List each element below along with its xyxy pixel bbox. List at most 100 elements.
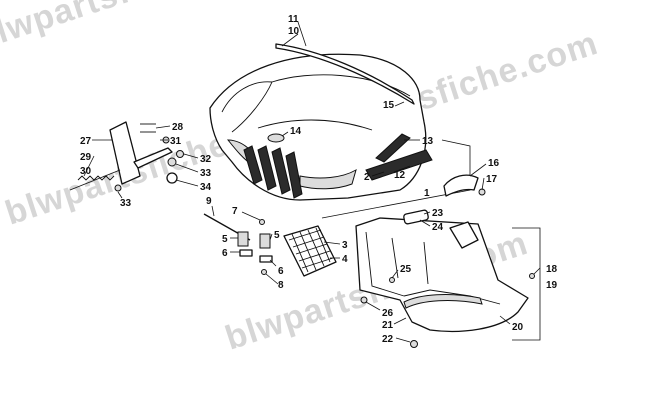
bracket-18-19 [512, 227, 541, 341]
leader-8 [265, 273, 279, 285]
leader-5b [269, 233, 273, 241]
callout-31: 31 [170, 136, 182, 147]
hinge-pin [69, 169, 121, 191]
bracket-5-right [259, 233, 271, 249]
callout-27: 27 [80, 136, 92, 147]
grille-slot-1 [243, 145, 263, 185]
callout-30: 30 [80, 166, 92, 177]
leader-7 [241, 211, 261, 221]
side-vent-trim [375, 133, 411, 163]
hinge-spring [77, 175, 115, 181]
leader-3 [323, 241, 341, 245]
washer-33-lower [114, 184, 122, 192]
leader-24 [419, 219, 431, 227]
mesh-screen [283, 225, 337, 277]
callout-17: 17 [486, 174, 498, 185]
leader-34 [175, 179, 199, 187]
screw-25 [389, 277, 395, 283]
nut-22 [410, 340, 418, 348]
leader-9 [211, 205, 215, 217]
callout-3: 3 [342, 240, 348, 251]
hood-top-crease [271, 74, 411, 97]
callout-11: 11 [288, 14, 299, 25]
grille-slot-2 [257, 145, 277, 191]
leader-29 [83, 155, 95, 177]
callout-22: 22 [382, 334, 394, 345]
bolt-32 [176, 150, 184, 158]
grille-slot-4 [285, 151, 303, 199]
leader-26 [365, 301, 381, 311]
hood-assembly [209, 53, 427, 201]
storage-tray [355, 217, 529, 333]
leader-15 [394, 101, 405, 107]
assembly-bracket [321, 139, 471, 219]
leader-16 [469, 163, 487, 177]
callout-8: 8 [278, 280, 284, 291]
hood-grille [243, 145, 303, 199]
mesh-pattern [288, 227, 334, 273]
callout-25: 25 [400, 264, 412, 275]
callout-2: 2 [364, 172, 370, 183]
callout-32: 32 [200, 154, 212, 165]
leader-11 [297, 21, 307, 47]
hood-center-crease [257, 119, 373, 131]
hood-latch-bracket [443, 174, 479, 197]
clip-6-right [259, 255, 273, 263]
callout-9: 9 [206, 196, 212, 207]
callout-5-left: 5 [222, 234, 228, 245]
leader-23 [423, 211, 431, 215]
bracket-5-left [237, 231, 249, 247]
leader-2 [371, 171, 385, 177]
hinge-plate [109, 121, 141, 185]
screw-8 [261, 269, 267, 275]
callout-10: 10 [288, 26, 300, 37]
callout-26: 26 [382, 308, 394, 319]
hinge-arm [133, 147, 173, 169]
callout-12: 12 [394, 170, 406, 181]
callout-33-upper: 33 [200, 168, 212, 179]
washer-33-upper [167, 157, 177, 167]
callout-4: 4 [342, 254, 348, 265]
callout-20: 20 [512, 322, 524, 333]
leader-22 [395, 337, 411, 343]
callout-28: 28 [172, 122, 184, 133]
hood-seal-strip [275, 43, 415, 105]
grille-slot-3 [271, 147, 291, 195]
callout-18: 18 [546, 264, 558, 275]
callout-24: 24 [432, 222, 444, 233]
callout-6-left: 6 [222, 248, 228, 259]
leader-18 [533, 267, 541, 275]
tray-cap [449, 221, 479, 249]
callout-16: 16 [488, 158, 500, 169]
leader-14 [281, 131, 289, 137]
leader-lines [83, 21, 541, 343]
callout-14: 14 [290, 126, 302, 137]
screw-18 [529, 273, 535, 279]
callout-labels: 11 10 15 14 13 12 2 1 16 17 27 28 31 29 … [80, 14, 558, 345]
callout-1: 1 [424, 188, 430, 199]
leader-21 [393, 317, 407, 325]
hood-badge [267, 133, 285, 143]
callout-23: 23 [432, 208, 444, 219]
tray-inner-left [365, 231, 405, 297]
callout-34: 34 [200, 182, 212, 193]
callout-15: 15 [383, 100, 395, 111]
callout-5-right: 5 [274, 230, 280, 241]
leader-33b [117, 191, 123, 199]
screw-26 [360, 296, 368, 304]
tray-strap [403, 294, 483, 309]
leader-28 [155, 125, 171, 129]
callout-6-right: 6 [278, 266, 284, 277]
right-headlight [299, 168, 357, 190]
leader-17 [481, 177, 485, 191]
tray-body [355, 217, 529, 333]
watermark-top: blwpartsfiche.com [0, 0, 283, 58]
leader-20 [499, 315, 511, 325]
tray-pad [403, 209, 429, 225]
tray-inner-floor [403, 289, 501, 305]
clip-6-left [239, 249, 253, 257]
callout-7: 7 [232, 206, 238, 217]
leader-12 [393, 165, 411, 173]
leader-32 [183, 153, 199, 159]
